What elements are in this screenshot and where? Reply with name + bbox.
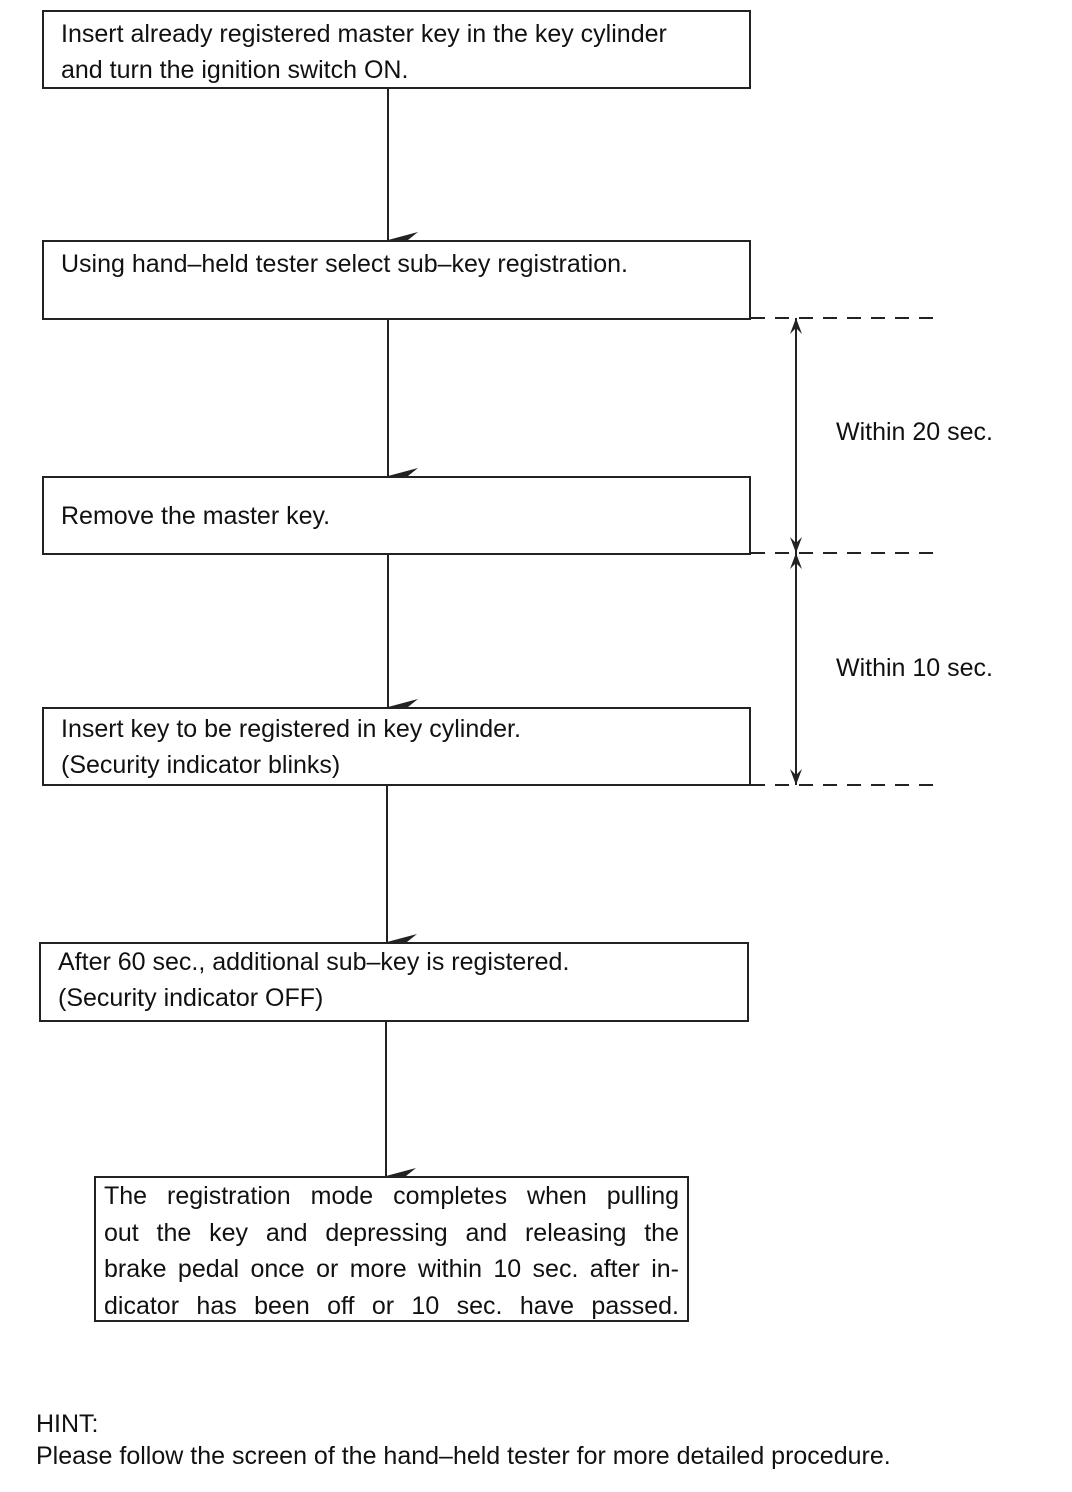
step-text-line: Insert already registered master key in …: [61, 20, 667, 48]
step-select-sub-key-registration: Using hand–held tester select sub–key re…: [42, 240, 751, 320]
step-text-line: The registration mode completes when pul…: [104, 1182, 679, 1210]
step-insert-master-key: Insert already registered master key in …: [42, 10, 751, 89]
step-text-line: Insert key to be registered in key cylin…: [61, 715, 521, 743]
step-text-line: (Security indicator OFF): [58, 984, 324, 1012]
hint-title: HINT:: [36, 1410, 99, 1438]
step-text-line: After 60 sec., additional sub–key is reg…: [58, 948, 570, 976]
step-text-line: dicator has been off or 10 sec. have pas…: [104, 1291, 679, 1320]
step-text-line: Remove the master key.: [61, 502, 331, 530]
step-remove-master-key: Remove the master key.: [42, 476, 751, 555]
hint-note: HINT: Please follow the screen of the ha…: [36, 1408, 891, 1472]
step-text-line: brake pedal once or more within 10 sec. …: [104, 1255, 679, 1283]
step-insert-key-to-register: Insert key to be registered in key cylin…: [42, 707, 751, 786]
step-text-line: and turn the ignition switch ON.: [61, 56, 409, 84]
step-sub-key-registered: After 60 sec., additional sub–key is reg…: [39, 942, 749, 1022]
step-registration-complete: The registration mode completes when pul…: [94, 1176, 689, 1322]
step-text-line: out the key and depressing and releasing…: [104, 1218, 679, 1247]
step-text-line: Using hand–held tester select sub–key re…: [61, 250, 628, 278]
step-text-line: (Security indicator blinks): [61, 751, 341, 779]
timing-label-10-sec: Within 10 sec.: [836, 654, 994, 682]
hint-text: Please follow the screen of the hand–hel…: [36, 1442, 891, 1470]
timing-label-20-sec: Within 20 sec.: [836, 418, 994, 446]
